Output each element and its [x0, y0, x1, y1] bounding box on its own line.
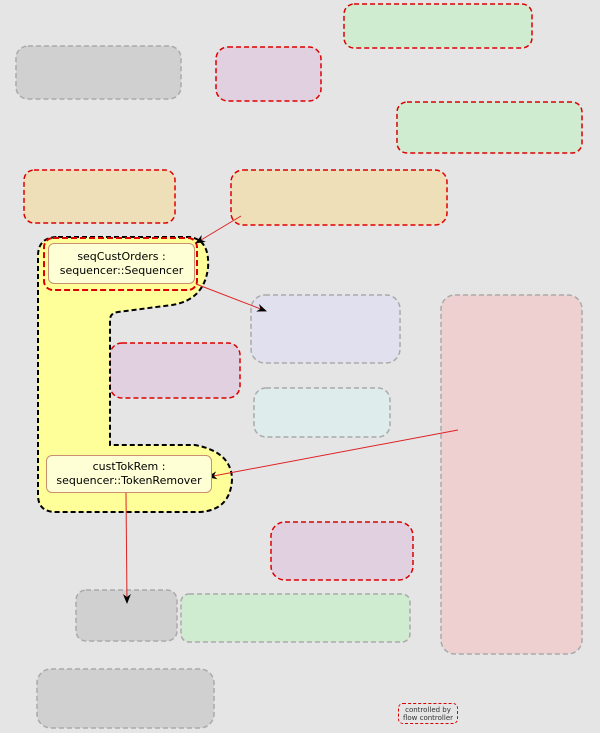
component-box[interactable]: [180, 593, 411, 643]
node-type: sequencer::Sequencer: [59, 263, 184, 277]
node-seqcustorders[interactable]: seqCustOrders : sequencer::Sequencer: [48, 243, 195, 284]
node-name: custTokRem :: [92, 460, 166, 473]
component-box[interactable]: [250, 294, 401, 364]
connection-line: [122, 492, 131, 604]
component-box[interactable]: [253, 387, 391, 438]
component-box[interactable]: [440, 294, 583, 655]
component-box[interactable]: [36, 668, 215, 729]
component-box[interactable]: [343, 3, 533, 49]
connection-line: [207, 429, 459, 480]
connection-line: [195, 283, 267, 312]
legend-line: controlled by: [405, 706, 451, 714]
component-box[interactable]: [109, 342, 241, 399]
connection-line: [195, 215, 242, 244]
component-box[interactable]: [23, 169, 176, 224]
node-name: seqCustOrders :: [77, 249, 166, 263]
legend-line: flow controller: [402, 714, 454, 722]
component-box[interactable]: [15, 45, 182, 100]
component-box[interactable]: [270, 521, 414, 581]
legend: controlled by flow controller: [398, 703, 458, 724]
flow-controller-outline: [43, 237, 198, 291]
component-box[interactable]: [396, 101, 583, 154]
node-type: sequencer::TokenRemover: [56, 474, 202, 487]
sequencer-group: [37, 236, 234, 513]
component-box[interactable]: [230, 169, 448, 226]
node-custtokrem[interactable]: custTokRem : sequencer::TokenRemover: [46, 455, 212, 493]
component-box[interactable]: [215, 46, 322, 102]
